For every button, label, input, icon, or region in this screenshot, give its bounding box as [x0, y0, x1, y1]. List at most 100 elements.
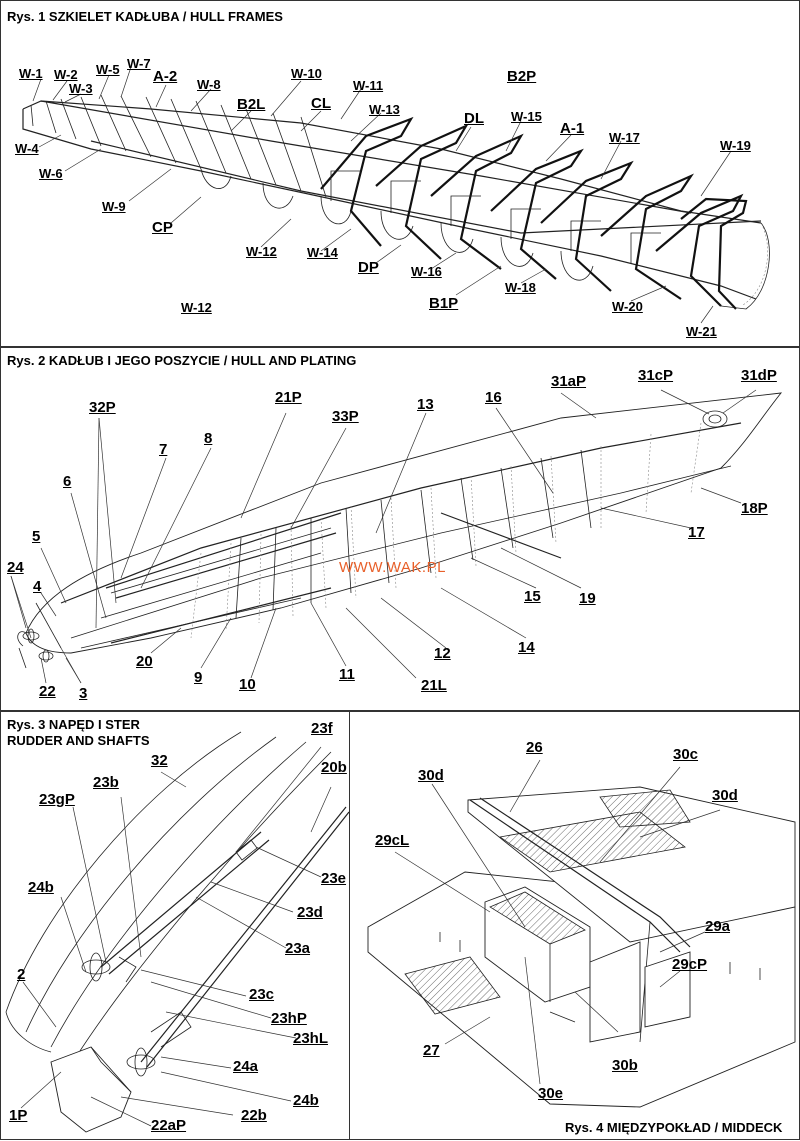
label-31dP: 31dP [741, 367, 777, 384]
rudder-shafts-drawing [5, 731, 350, 1133]
label-W-12: W-12 [246, 244, 277, 259]
label-A-2: A-2 [153, 68, 178, 85]
panel-rudder-shafts: Rys. 3 NAPĘD I STER RUDDER AND SHAFTS 23… [0, 711, 350, 1140]
label-B2L: B2L [237, 96, 266, 113]
label-19: 19 [579, 590, 596, 607]
label-23c: 23c [249, 986, 275, 1003]
label-7: 7 [159, 441, 168, 458]
label-8: 8 [204, 430, 213, 447]
label-24b-bottom: 24b [293, 1092, 319, 1109]
label-W-3: W-3 [69, 81, 93, 96]
label-11: 11 [339, 666, 355, 683]
label-20: 20 [136, 653, 153, 670]
label-2: 2 [17, 966, 26, 983]
label-CL: CL [311, 95, 331, 112]
label-6: 6 [63, 473, 72, 490]
label-29cP: 29cP [672, 956, 708, 973]
fig4-title: Rys. 4 MIĘDZYPOKŁAD / MIDDECK [565, 1120, 783, 1135]
label-W-12-bottom: W-12 [181, 300, 212, 315]
label-24b-top: 24b [28, 879, 54, 896]
label-31aP: 31aP [551, 373, 587, 390]
label-DL: DL [464, 110, 484, 127]
label-B2P: B2P [507, 68, 537, 85]
label-W-14: W-14 [307, 245, 338, 260]
label-24: 24 [7, 559, 24, 576]
label-21L: 21L [421, 677, 447, 694]
label-31cP: 31cP [638, 367, 674, 384]
hull-plating-drawing [10, 389, 783, 684]
label-23d: 23d [297, 904, 323, 921]
label-W-6: W-6 [39, 166, 63, 181]
label-4: 4 [33, 578, 42, 595]
label-W-18: W-18 [505, 280, 536, 295]
label-B1P: B1P [429, 295, 459, 312]
label-30c: 30c [673, 746, 699, 763]
label-W-15: W-15 [511, 109, 542, 124]
label-W-4: W-4 [15, 141, 39, 156]
label-13: 13 [417, 396, 434, 413]
fig2-title: Rys. 2 KADŁUB I JEGO POSZYCIE / HULL AND… [7, 353, 357, 368]
label-30b: 30b [612, 1057, 638, 1074]
label-33P: 33P [332, 408, 359, 425]
fig3-title-line2: RUDDER AND SHAFTS [7, 733, 150, 748]
label-W-21: W-21 [686, 324, 717, 339]
label-W-13: W-13 [369, 102, 400, 117]
panel-hull-frames: Rys. 1 SZKIELET KADŁUBA / HULL FRAMES W-… [0, 0, 800, 347]
watermark: WWW.WAK.PL [339, 559, 446, 576]
hull-frames-drawing [22, 66, 770, 324]
label-1P: 1P [9, 1107, 28, 1124]
label-23f: 23f [311, 720, 333, 737]
label-23b: 23b [93, 774, 119, 791]
label-5: 5 [32, 528, 41, 545]
label-23hP: 23hP [271, 1010, 307, 1027]
label-21P: 21P [275, 389, 302, 406]
panel-middeck: 26 30c 30d 30d 29cL 29a 29cP 27 30b 30e … [349, 711, 800, 1140]
label-3: 3 [79, 685, 88, 702]
label-29cL: 29cL [375, 832, 410, 849]
label-18P: 18P [741, 500, 768, 517]
label-30e: 30e [538, 1085, 564, 1102]
label-W-9: W-9 [102, 199, 126, 214]
panel-hull-plating: Rys. 2 KADŁUB I JEGO POSZYCIE / HULL AND… [0, 347, 800, 711]
label-32: 32 [151, 752, 168, 769]
label-23gP: 23gP [39, 791, 75, 808]
label-W-7: W-7 [127, 56, 151, 71]
label-CP: CP [152, 219, 173, 236]
label-9: 9 [194, 669, 203, 686]
label-W-8: W-8 [197, 77, 221, 92]
label-14: 14 [518, 639, 535, 656]
label-22: 22 [39, 683, 56, 700]
label-32P: 32P [89, 399, 116, 416]
label-12: 12 [434, 645, 451, 662]
label-17: 17 [688, 524, 705, 541]
label-30d-right: 30d [712, 787, 738, 804]
label-W-20: W-20 [612, 299, 643, 314]
label-10: 10 [239, 676, 256, 693]
label-22b: 22b [241, 1107, 267, 1124]
label-A-1: A-1 [560, 120, 585, 137]
label-W-5: W-5 [96, 62, 120, 77]
middeck-drawing [367, 759, 796, 1108]
label-26: 26 [526, 739, 543, 756]
label-22aP: 22aP [151, 1117, 187, 1134]
label-W-16: W-16 [411, 264, 442, 279]
fig3-title-line1: Rys. 3 NAPĘD I STER [7, 717, 140, 732]
label-16: 16 [485, 389, 502, 406]
label-24a: 24a [233, 1058, 259, 1075]
label-15: 15 [524, 588, 541, 605]
label-W-1: W-1 [19, 66, 43, 81]
label-W-19: W-19 [720, 138, 751, 153]
label-20b: 20b [321, 759, 347, 776]
label-29a: 29a [705, 918, 731, 935]
fig1-title: Rys. 1 SZKIELET KADŁUBA / HULL FRAMES [7, 9, 283, 24]
label-W-2: W-2 [54, 67, 78, 82]
label-DP: DP [358, 259, 379, 276]
label-27: 27 [423, 1042, 440, 1059]
label-23hL: 23hL [293, 1030, 329, 1047]
label-W-11: W-11 [353, 78, 384, 93]
label-W-10: W-10 [291, 66, 322, 81]
label-30d-left: 30d [418, 767, 444, 784]
label-23a: 23a [285, 940, 311, 957]
label-23e: 23e [321, 870, 347, 887]
label-W-17: W-17 [609, 130, 640, 145]
